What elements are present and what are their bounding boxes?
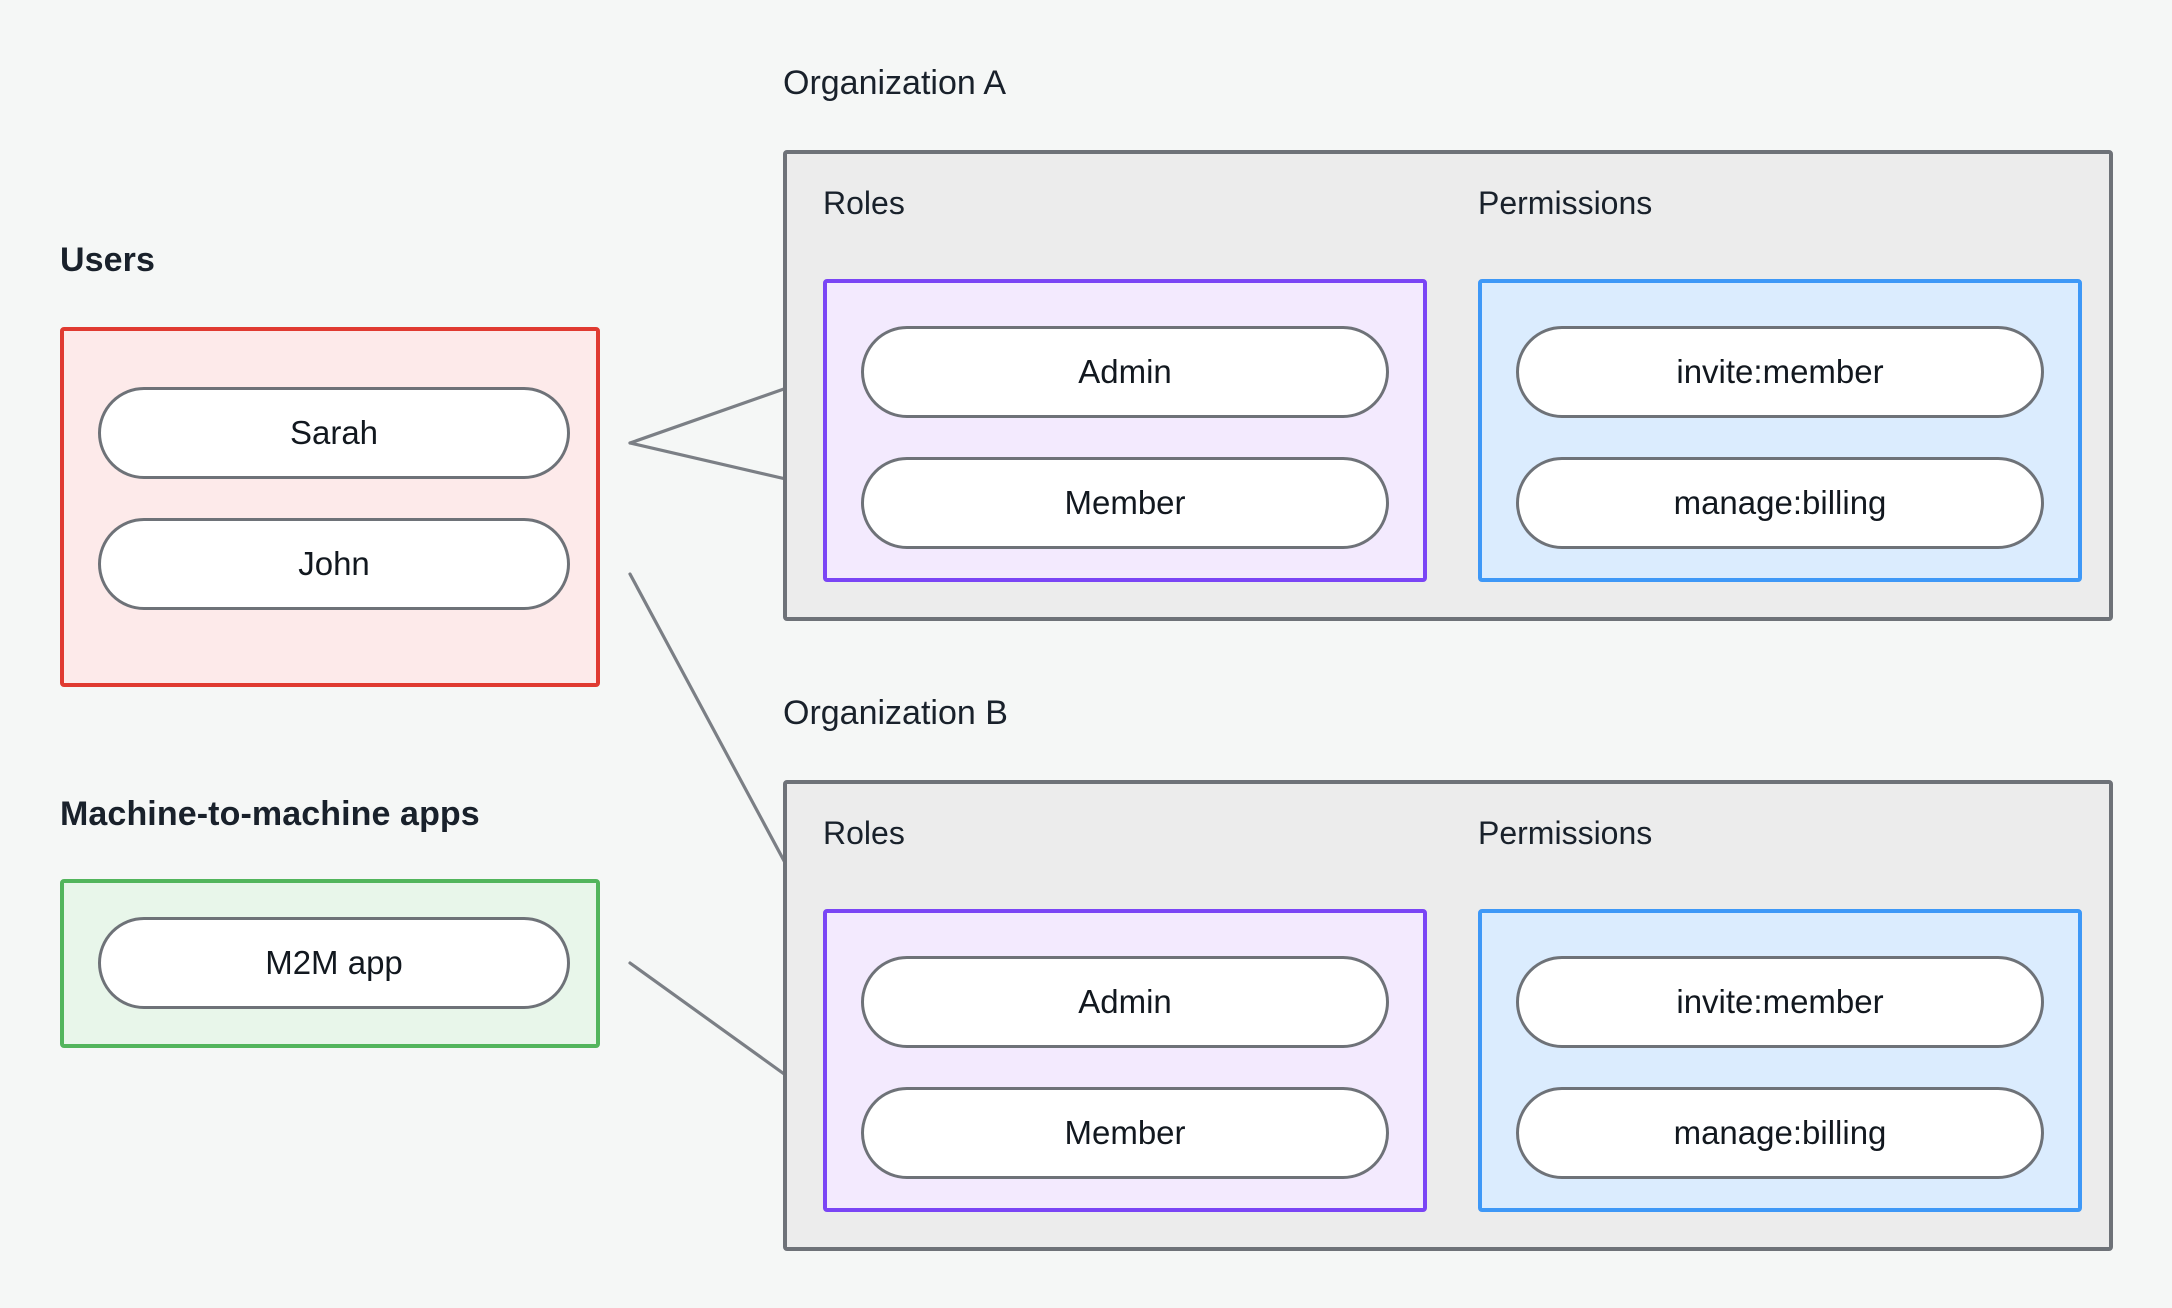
orgB-permissions-box: invite:member manage:billing [1478,909,2082,1212]
orgA-permissions-title: Permissions [1478,185,1653,221]
users-group-box: Sarah John [60,327,600,687]
m2m-node-m2m-app[interactable]: M2M app [98,917,570,1009]
orgA-role-admin[interactable]: Admin [861,326,1389,418]
user-node-sarah[interactable]: Sarah [98,387,570,479]
orgB-permission-manage-billing[interactable]: manage:billing [1516,1087,2044,1179]
orgA-permission-invite-member[interactable]: invite:member [1516,326,2044,418]
user-node-john[interactable]: John [98,518,570,610]
orgA-permissions-box: invite:member manage:billing [1478,279,2082,582]
orgB-role-admin[interactable]: Admin [861,956,1389,1048]
orgB-roles-title: Roles [823,815,905,851]
orgA-roles-box: Admin Member [823,279,1427,582]
organization-b-title: Organization B [783,694,1008,732]
orgA-roles-title: Roles [823,185,905,221]
m2m-group-box: M2M app [60,879,600,1048]
orgA-permission-manage-billing[interactable]: manage:billing [1516,457,2044,549]
orgB-role-member[interactable]: Member [861,1087,1389,1179]
orgB-permissions-title: Permissions [1478,815,1653,851]
orgB-roles-box: Admin Member [823,909,1427,1212]
orgB-permission-invite-member[interactable]: invite:member [1516,956,2044,1048]
organization-a-title: Organization A [783,64,1007,102]
m2m-group-title: Machine-to-machine apps [60,795,480,833]
organization-a-box: Roles Permissions Admin Member invite:me… [783,150,2113,621]
users-group-title: Users [60,241,156,279]
orgA-role-member[interactable]: Member [861,457,1389,549]
organization-b-box: Roles Permissions Admin Member invite:me… [783,780,2113,1251]
